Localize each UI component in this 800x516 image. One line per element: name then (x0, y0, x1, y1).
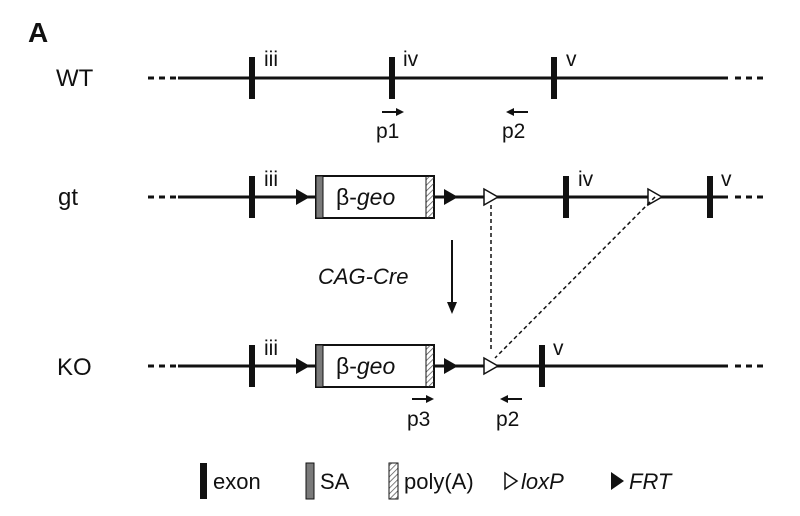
cre-arrow-head (447, 302, 457, 314)
wt-primer-p1-arrow (382, 108, 404, 116)
loxp-dashed-line-diagonal (494, 196, 656, 359)
gt-row: gt iii β-geo iv v (58, 168, 765, 219)
gt-loxp-left (483, 187, 500, 207)
ko-primer-p3-arrow (412, 395, 434, 403)
legend-exon-label: exon (213, 469, 261, 494)
cre-label: CAG-Cre (318, 264, 408, 289)
gt-exon-label-v: v (721, 168, 732, 191)
cre-recombination: CAG-Cre (318, 196, 656, 359)
wt-exon-v (551, 57, 557, 99)
gt-exon-v (707, 176, 713, 218)
ko-exon-v (539, 345, 545, 387)
ko-polya-block (425, 344, 435, 388)
row-label-gt: gt (58, 184, 78, 211)
wt-exon-label-v: v (566, 48, 577, 71)
wt-exon-label-iii: iii (264, 48, 278, 71)
gt-exon-label-iv: iv (578, 168, 594, 191)
legend-polya-swatch (388, 462, 399, 500)
gt-sa-block (315, 175, 324, 219)
ko-exon-iii (249, 345, 255, 387)
legend-frt-swatch (611, 472, 624, 490)
legend-polya-label: poly(A) (404, 469, 474, 494)
wt-primer-p2-label: p2 (502, 120, 525, 143)
legend-loxp-swatch (504, 471, 519, 491)
ko-loxp (483, 356, 500, 376)
gt-frt-left (296, 189, 310, 205)
ko-primer-p2-label: p2 (496, 408, 519, 431)
panel-label: A (28, 17, 48, 48)
wt-exon-label-iv: iv (403, 48, 419, 71)
legend-exon-swatch (200, 463, 207, 499)
ko-cassette-label: β-geo (336, 353, 395, 379)
ko-row: KO iii β-geo v p3 p2 (57, 337, 765, 431)
legend-sa-label: SA (320, 469, 350, 494)
legend: exon SA poly(A) loxP FRT (200, 462, 673, 500)
legend-sa-swatch (305, 462, 315, 500)
ko-frt-right (444, 358, 458, 374)
wt-primer-p1-label: p1 (376, 120, 399, 143)
gt-exon-iv (563, 176, 569, 218)
wt-exon-iv (389, 57, 395, 99)
ko-primer-p2-arrow (500, 395, 522, 403)
row-label-ko: KO (57, 354, 92, 381)
ko-primer-p3-label: p3 (407, 408, 430, 431)
row-label-wt: WT (56, 65, 94, 92)
ko-exon-label-iii: iii (264, 337, 278, 360)
ko-frt-left (296, 358, 310, 374)
gt-polya-block (425, 175, 435, 219)
gt-exon-iii (249, 176, 255, 218)
gt-exon-label-iii: iii (264, 168, 278, 191)
wt-primer-p2-arrow (506, 108, 528, 116)
legend-frt-label: FRT (629, 469, 673, 494)
gt-frt-right (444, 189, 458, 205)
ko-exon-label-v: v (553, 337, 564, 360)
gt-cassette-label: β-geo (336, 184, 395, 210)
legend-loxp-label: loxP (521, 469, 564, 494)
ko-sa-block (315, 344, 324, 388)
wt-row: WT iii iv v p1 p2 (56, 48, 765, 143)
wt-exon-iii (249, 57, 255, 99)
